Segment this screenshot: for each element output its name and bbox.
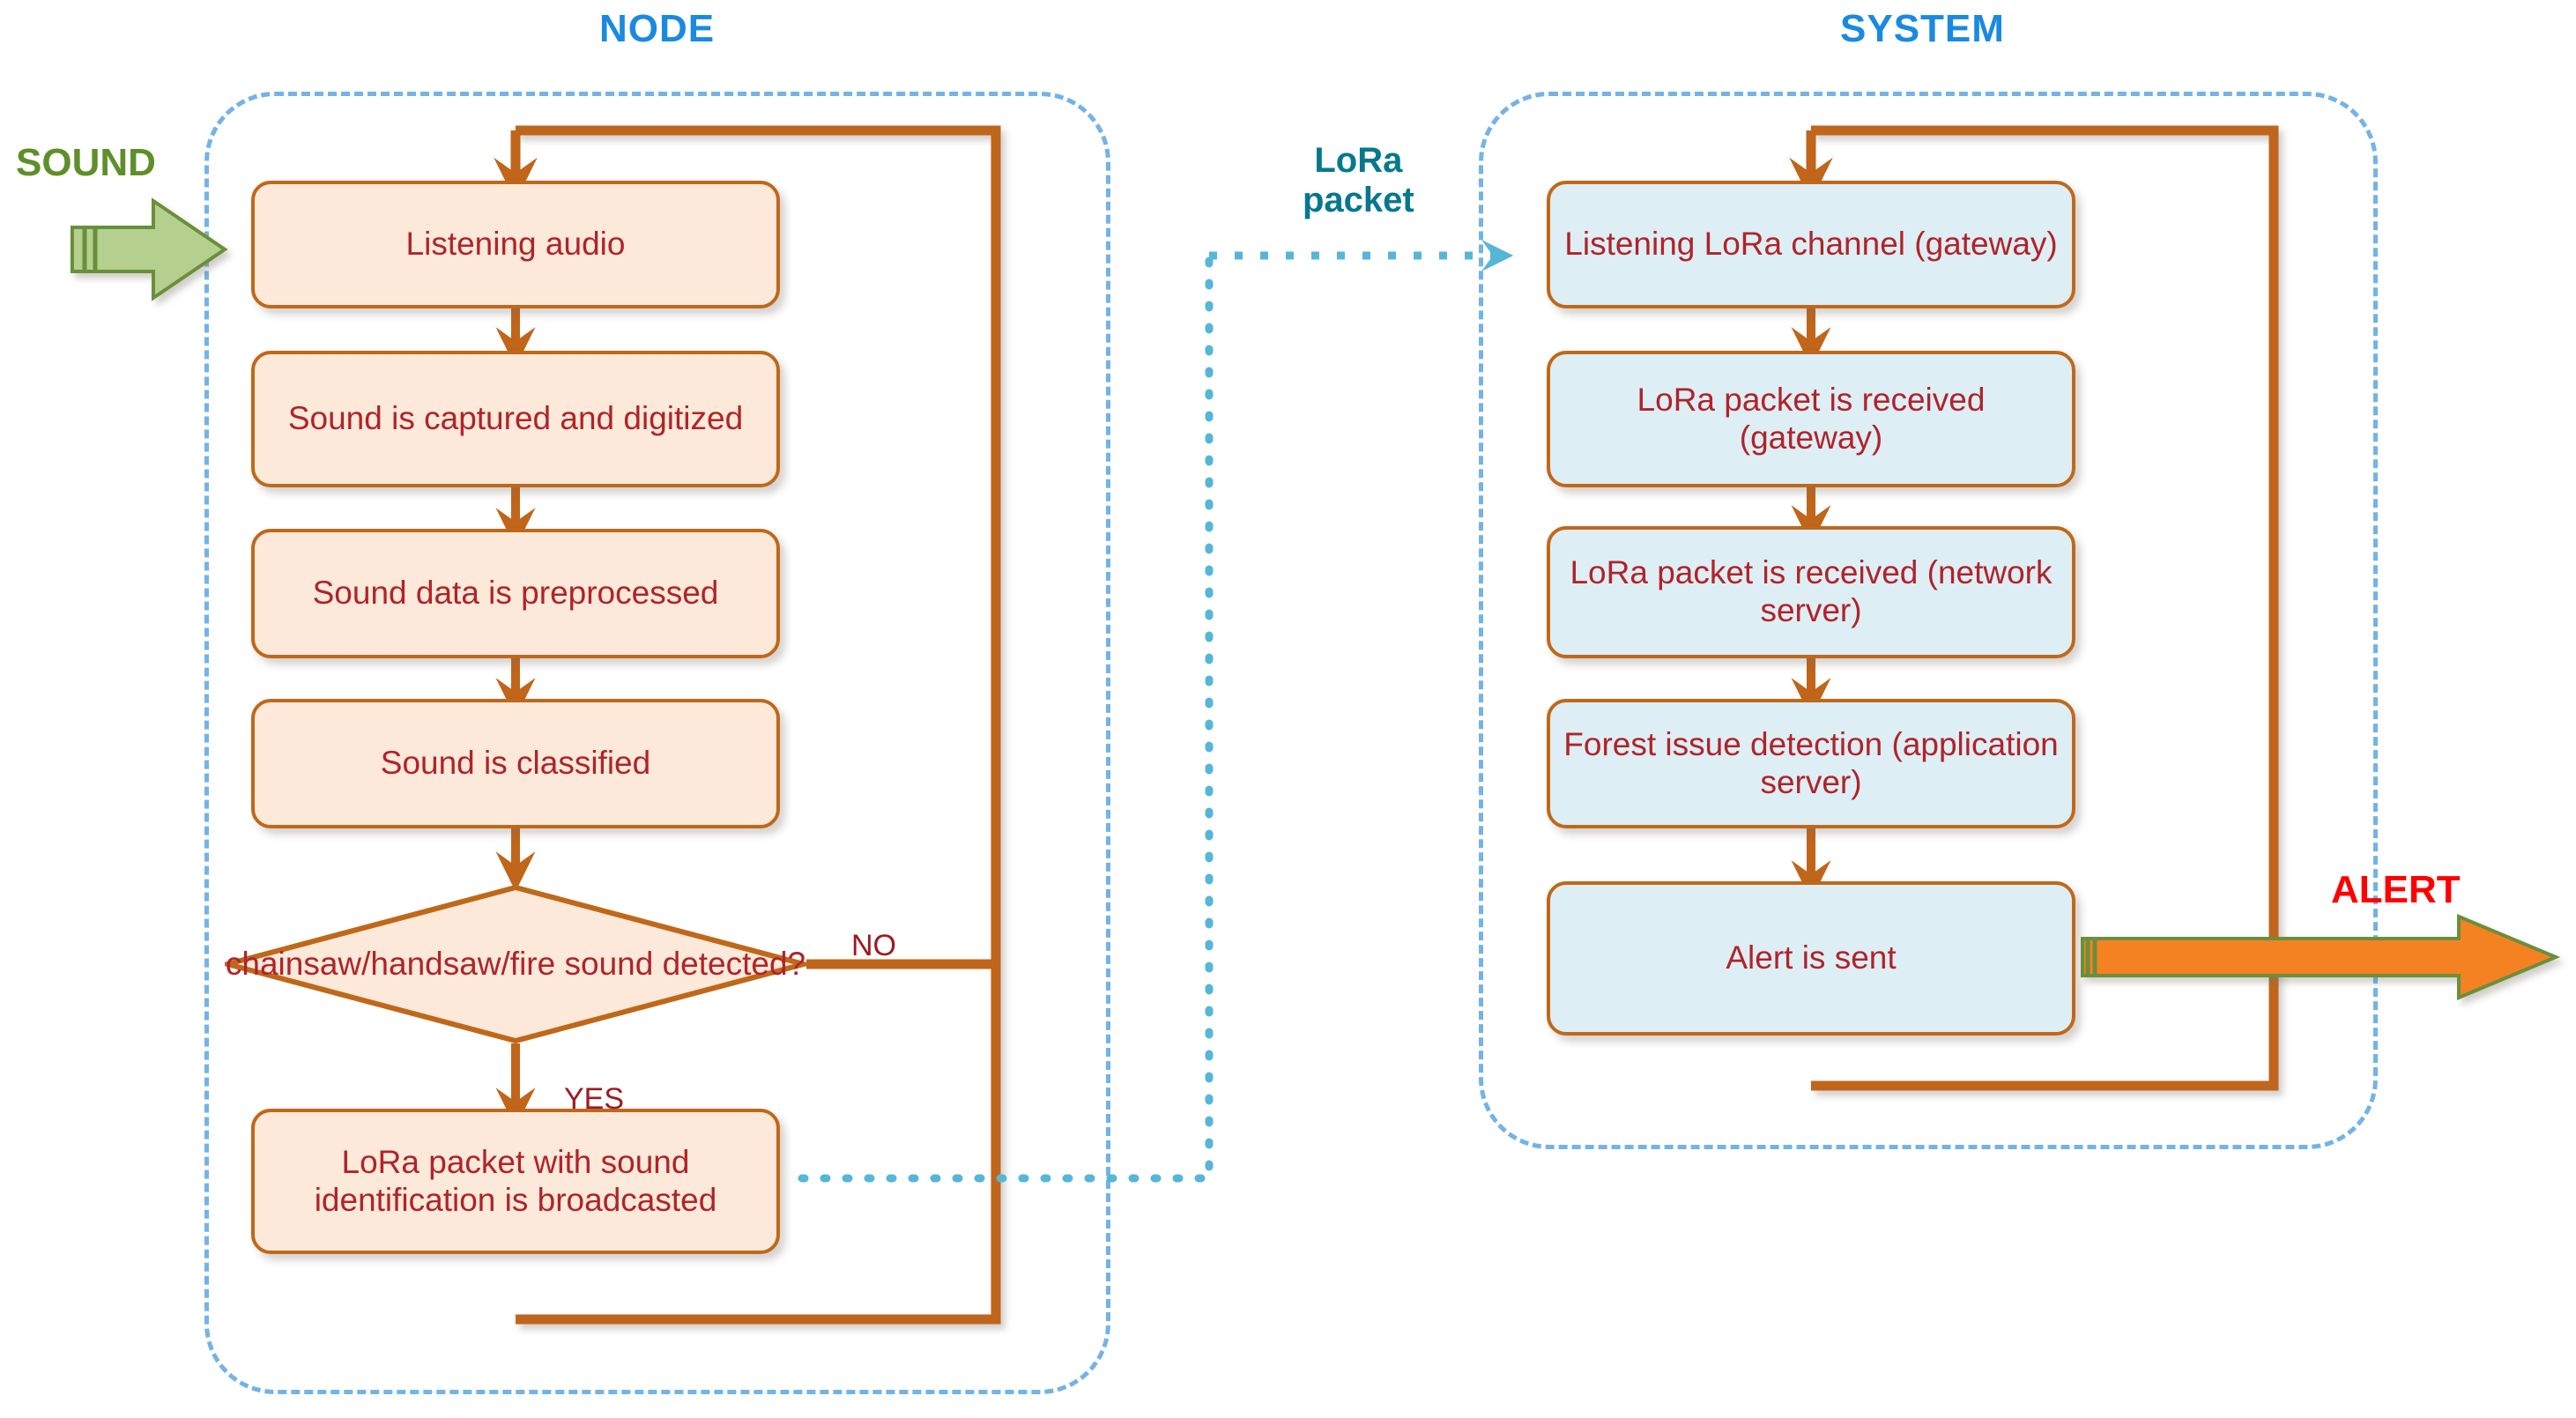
system-step-packet-received-network-server[interactable]: LoRa packet is received (network server)	[1547, 526, 2075, 658]
system-step-label: LoRa packet is received (gateway)	[1637, 381, 1986, 456]
system-step-listening-lora-channel[interactable]: Listening LoRa channel (gateway)	[1547, 181, 2075, 308]
lora-packet-label: LoRa packet	[1303, 141, 1414, 220]
section-title-system: SYSTEM	[1840, 7, 2005, 50]
decision-diamond-shape	[225, 885, 806, 1043]
sound-input-label: SOUND	[16, 141, 156, 184]
sound-input-arrow	[71, 197, 228, 301]
system-step-forest-issue-detection[interactable]: Forest issue detection (application serv…	[1547, 699, 2075, 828]
edge-label-yes: YES	[564, 1082, 625, 1116]
edge-label-no: NO	[851, 929, 896, 962]
node-step-sound-preprocessed[interactable]: Sound data is preprocessed	[251, 529, 780, 658]
node-step-sound-classified[interactable]: Sound is classified	[251, 699, 780, 828]
system-zone-boundary	[1479, 92, 2378, 1149]
node-step-label: Sound data is preprocessed	[312, 575, 719, 612]
lora-packet-label-line1: LoRa	[1314, 141, 1403, 180]
system-step-packet-received-gateway[interactable]: LoRa packet is received (gateway)	[1547, 351, 2075, 487]
node-step-label: LoRa packet with sound identification is…	[314, 1143, 717, 1218]
node-step-label: Sound is captured and digitized	[287, 400, 744, 437]
node-step-label: Listening audio	[405, 226, 626, 263]
system-step-label: Alert is sent	[1726, 939, 1897, 976]
node-decision-sound-detected[interactable]: chainsaw/handsaw/fire sound detected?	[225, 885, 806, 1043]
system-step-label: Listening LoRa channel (gateway)	[1564, 226, 2058, 263]
system-step-label: Forest issue detection (application serv…	[1563, 725, 2059, 800]
lora-packet-label-line2: packet	[1303, 180, 1414, 219]
system-step-alert-sent[interactable]: Alert is sent	[1547, 881, 2075, 1036]
system-step-label: LoRa packet is received (network server)	[1570, 554, 2053, 628]
node-step-lora-broadcast[interactable]: LoRa packet with sound identification is…	[251, 1109, 780, 1254]
node-step-listening-audio[interactable]: Listening audio	[251, 181, 780, 308]
node-step-sound-captured[interactable]: Sound is captured and digitized	[251, 351, 780, 487]
alert-output-label: ALERT	[2331, 868, 2461, 911]
node-step-label: Sound is classified	[380, 745, 651, 782]
section-title-node: NODE	[599, 7, 716, 50]
